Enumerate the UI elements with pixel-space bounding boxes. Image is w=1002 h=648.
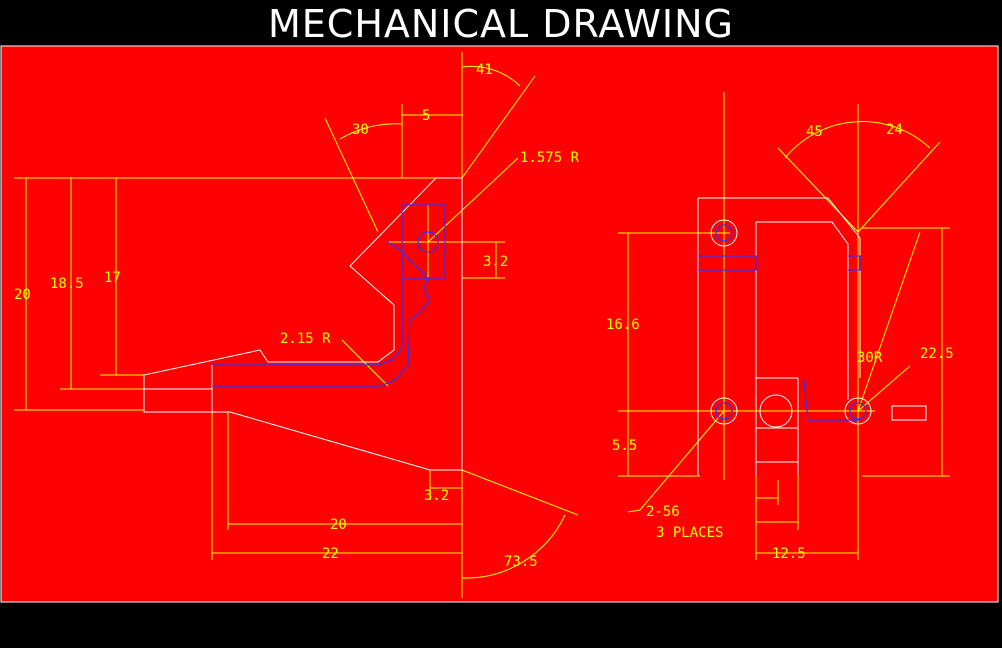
- dim-20-bottom-label: 20: [330, 517, 347, 533]
- angle-41-label: 41: [476, 62, 493, 78]
- dim-185-label: 18.5: [50, 276, 84, 292]
- angle-735-label: 73.5: [504, 554, 538, 570]
- radius-30r-label: 30R: [857, 350, 883, 366]
- radius-215-label: 2.15 R: [280, 331, 331, 347]
- radius-1575-label: 1.575 R: [520, 150, 580, 166]
- dim-22-label: 22: [322, 546, 339, 562]
- right-hidden-lines: [698, 224, 867, 421]
- right-view: 45 24 16.6 5.5 30R 22.5 2-56 3 PLACES 12…: [606, 92, 954, 562]
- angle-24-label: 24: [886, 122, 903, 138]
- dim-32-right-label: 3.2: [483, 254, 508, 270]
- dim-55-label: 5.5: [612, 438, 637, 454]
- dim-17-label: 17: [104, 270, 121, 286]
- hole-note-label: 2-56: [646, 504, 680, 520]
- left-view: 41 30 5 1.575 R 20 18.5 17 3.2 2.15 R 3.…: [14, 52, 580, 598]
- drawing-title: MECHANICAL DRAWING: [267, 2, 734, 46]
- dim-20-left-label: 20: [14, 287, 31, 303]
- dim-225-label: 22.5: [920, 346, 954, 362]
- right-center-lines: [618, 92, 950, 560]
- left-hidden-lines: [212, 204, 446, 387]
- hole-places-label: 3 PLACES: [656, 525, 723, 541]
- angle-30-label: 30: [352, 122, 369, 138]
- drawing-area: [0, 45, 999, 603]
- dim-32-bottom-label: 3.2: [424, 488, 449, 504]
- left-center-lines: [14, 52, 579, 598]
- angle-45-label: 45: [806, 124, 823, 140]
- left-part-outline: [143, 177, 463, 471]
- dim-125-label: 12.5: [772, 546, 806, 562]
- dim-5-label: 5: [422, 108, 430, 124]
- dim-166-label: 16.6: [606, 317, 640, 333]
